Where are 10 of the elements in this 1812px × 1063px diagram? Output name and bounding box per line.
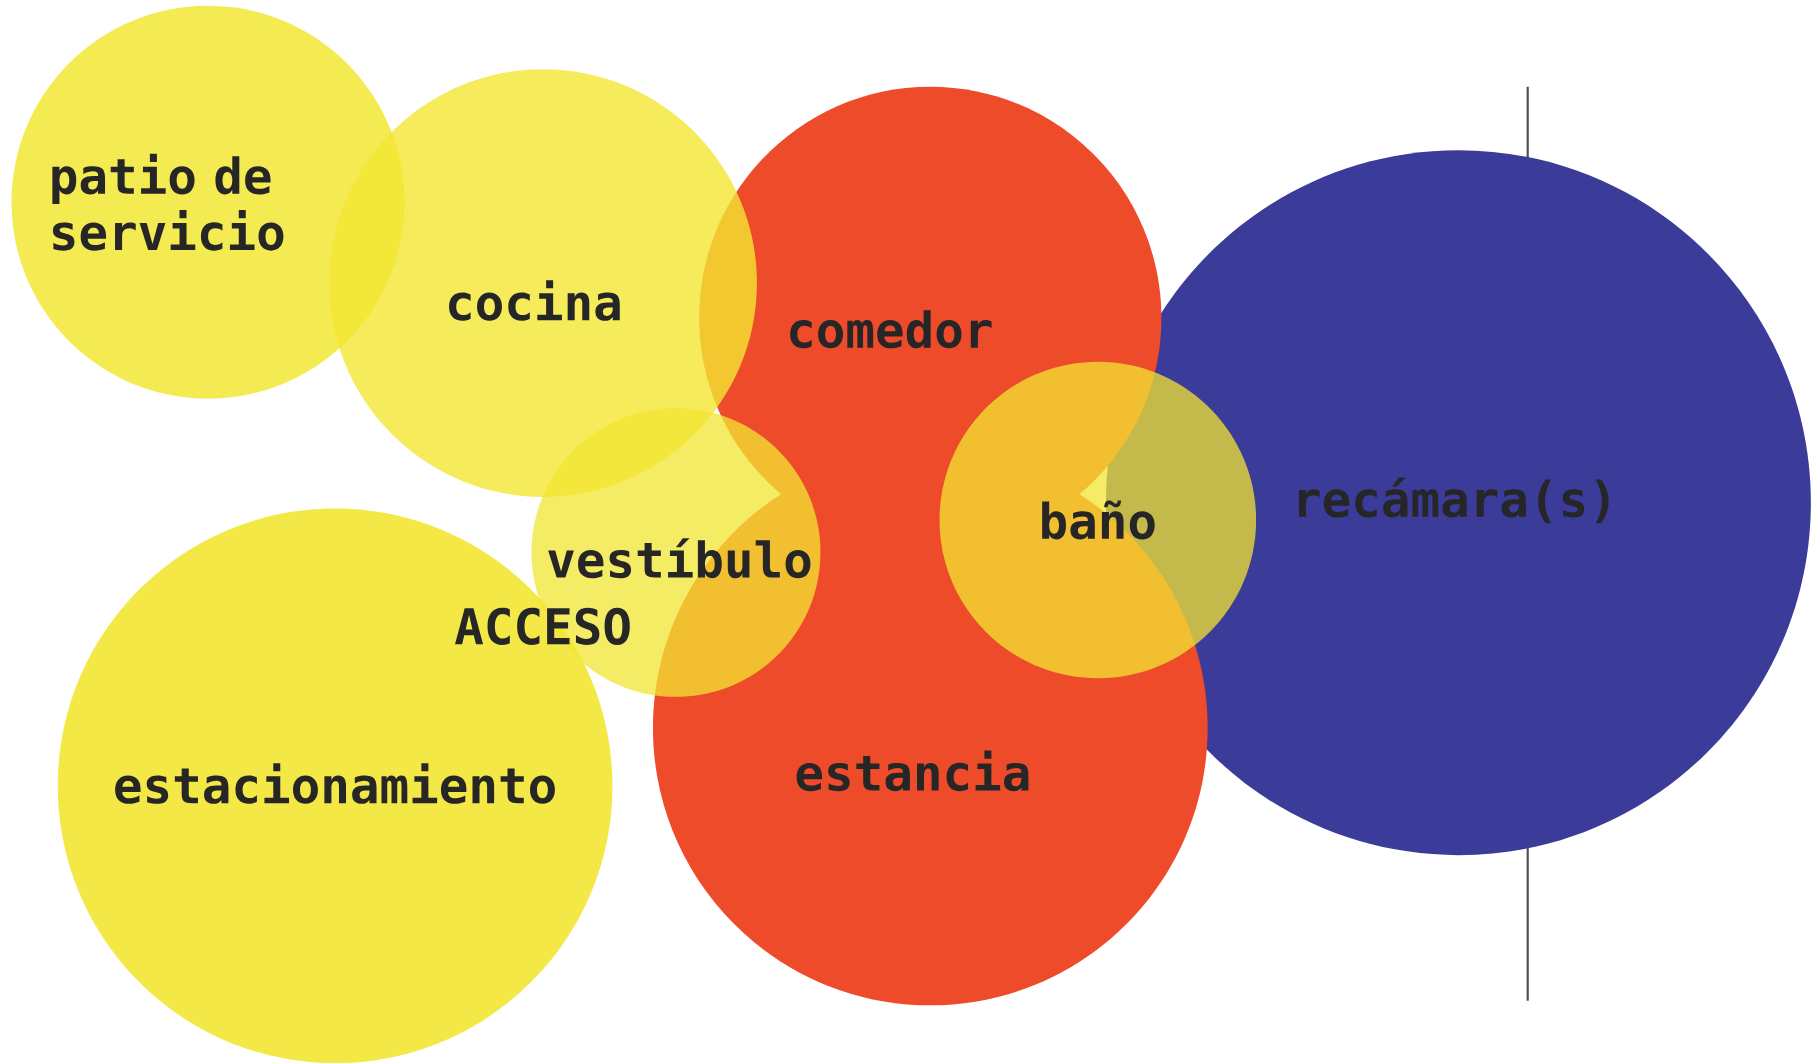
bubble-label: comedor: [790, 310, 992, 349]
bubble-label: baño: [1042, 500, 1155, 540]
bubble-label: estacionamiento: [115, 763, 555, 804]
bubble-label: patio de servicio: [52, 153, 284, 251]
bubble-label: vestíbulo: [548, 538, 811, 579]
bubble-label: estancia: [796, 750, 1029, 792]
bubble-label: cocina: [449, 280, 620, 321]
area-label: ACCESO: [455, 607, 630, 645]
bubble-label: recámara(s): [1299, 477, 1609, 524]
bubble: [939, 361, 1257, 679]
